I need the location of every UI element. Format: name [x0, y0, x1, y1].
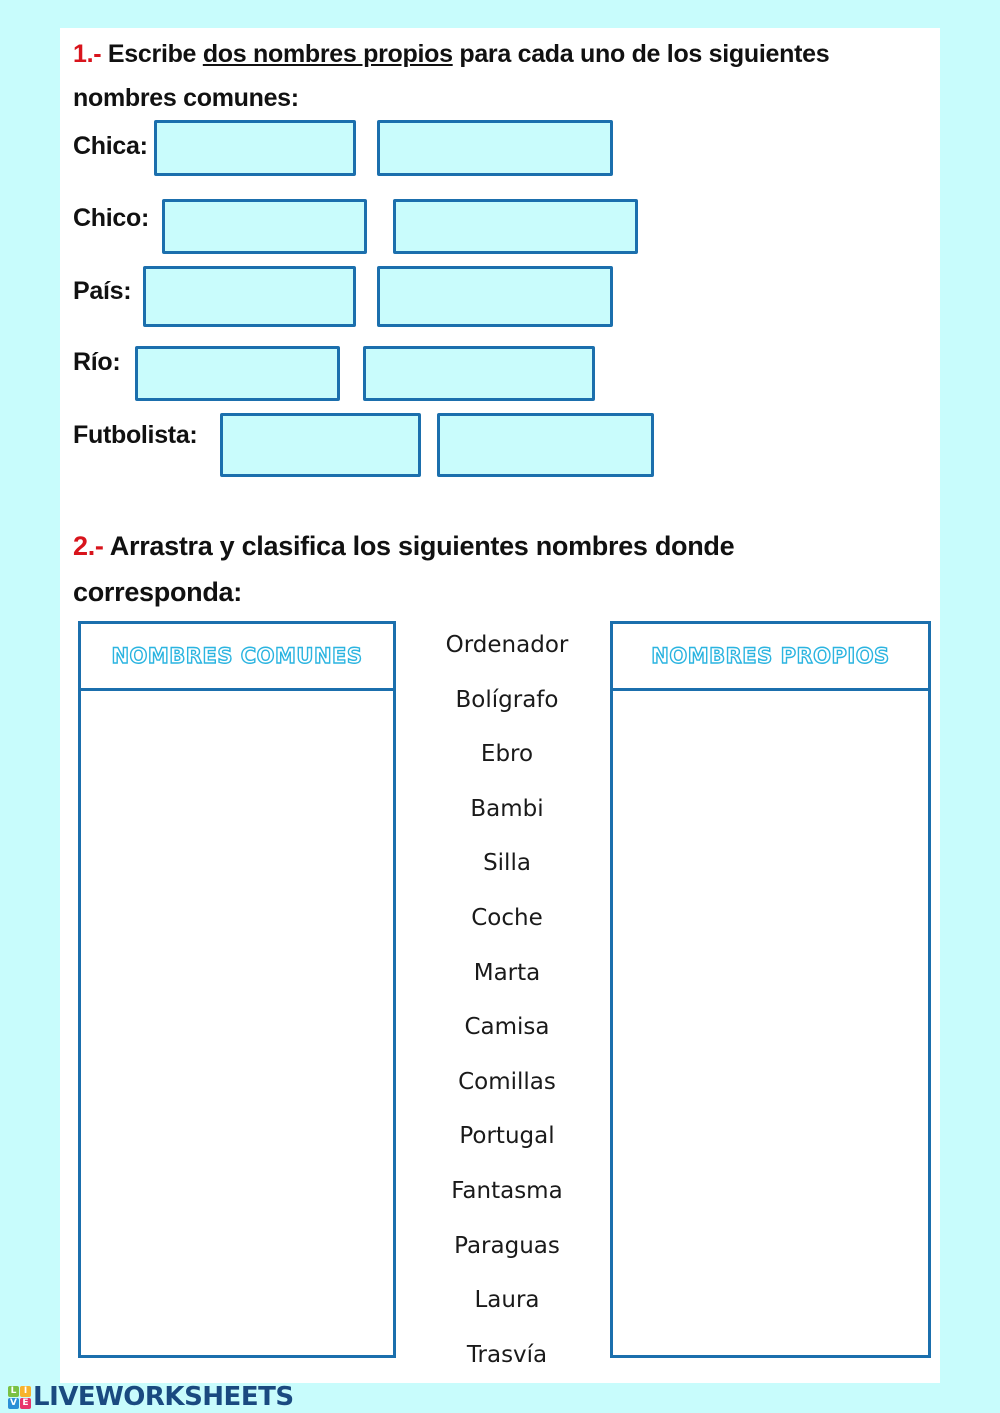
label-futbolista: Futbolista: [73, 421, 198, 449]
rio-answer-2[interactable] [363, 346, 595, 401]
futbolista-answer-2[interactable] [437, 413, 654, 477]
pais-answer-2[interactable] [377, 266, 613, 327]
drop-zone-nombres-propios[interactable]: NOMBRES PROPIOS [610, 621, 931, 1358]
label-chico: Chico: [73, 204, 149, 232]
draggable-word[interactable]: Ebro [480, 741, 534, 768]
draggable-word[interactable]: Camisa [464, 1014, 550, 1041]
live-blocks-icon: L I V E [8, 1385, 31, 1409]
liveworksheets-logo[interactable]: L I V E LIVEWORKSHEETS [8, 1382, 294, 1412]
drop-area-propios[interactable] [613, 691, 928, 1355]
draggable-word[interactable]: Ordenador [445, 632, 569, 658]
chica-answer-1[interactable] [154, 120, 356, 176]
futbolista-answer-1[interactable] [220, 413, 421, 477]
label-rio: Río: [73, 348, 121, 376]
pais-answer-1[interactable] [143, 266, 356, 327]
draggable-word[interactable]: Bambi [470, 795, 544, 822]
draggable-word[interactable]: Fantasma [451, 1177, 563, 1204]
draggable-word[interactable]: Laura [474, 1287, 540, 1314]
question-1-title: 1.- Escribe dos nombres propios para cad… [73, 40, 830, 112]
question-2-number: 2.- [73, 531, 104, 561]
column-title-comunes: NOMBRES COMUNES [81, 624, 393, 691]
draggable-word[interactable]: Bolígrafo [455, 686, 559, 713]
question-1-number: 1.- [73, 40, 102, 68]
draggable-word-list: Ordenador Bolígrafo Ebro Bambi Silla Coc… [430, 618, 584, 1382]
draggable-word[interactable]: Paraguas [454, 1232, 560, 1259]
draggable-word[interactable]: Comillas [458, 1068, 556, 1095]
label-chica: Chica: [73, 132, 148, 160]
drop-zone-nombres-comunes[interactable]: NOMBRES COMUNES [78, 621, 396, 1358]
chico-answer-2[interactable] [393, 199, 638, 254]
drop-area-comunes[interactable] [81, 691, 393, 1355]
draggable-word[interactable]: Coche [471, 904, 543, 931]
chico-answer-1[interactable] [162, 199, 367, 254]
underlined-instruction: dos nombres propios [202, 40, 453, 68]
brand-text: LIVEWORKSHEETS [33, 1382, 294, 1412]
rio-answer-1[interactable] [135, 346, 340, 401]
draggable-word[interactable]: Silla [483, 850, 531, 877]
question-2-title: 2.- Arrastra y clasifica los siguientes … [73, 531, 735, 607]
label-pais: País: [73, 277, 132, 305]
draggable-word[interactable]: Portugal [459, 1123, 555, 1150]
draggable-word[interactable]: Trasvía [466, 1341, 548, 1368]
column-title-propios: NOMBRES PROPIOS [613, 624, 928, 691]
draggable-word[interactable]: Marta [473, 959, 541, 986]
chica-answer-2[interactable] [377, 120, 613, 176]
